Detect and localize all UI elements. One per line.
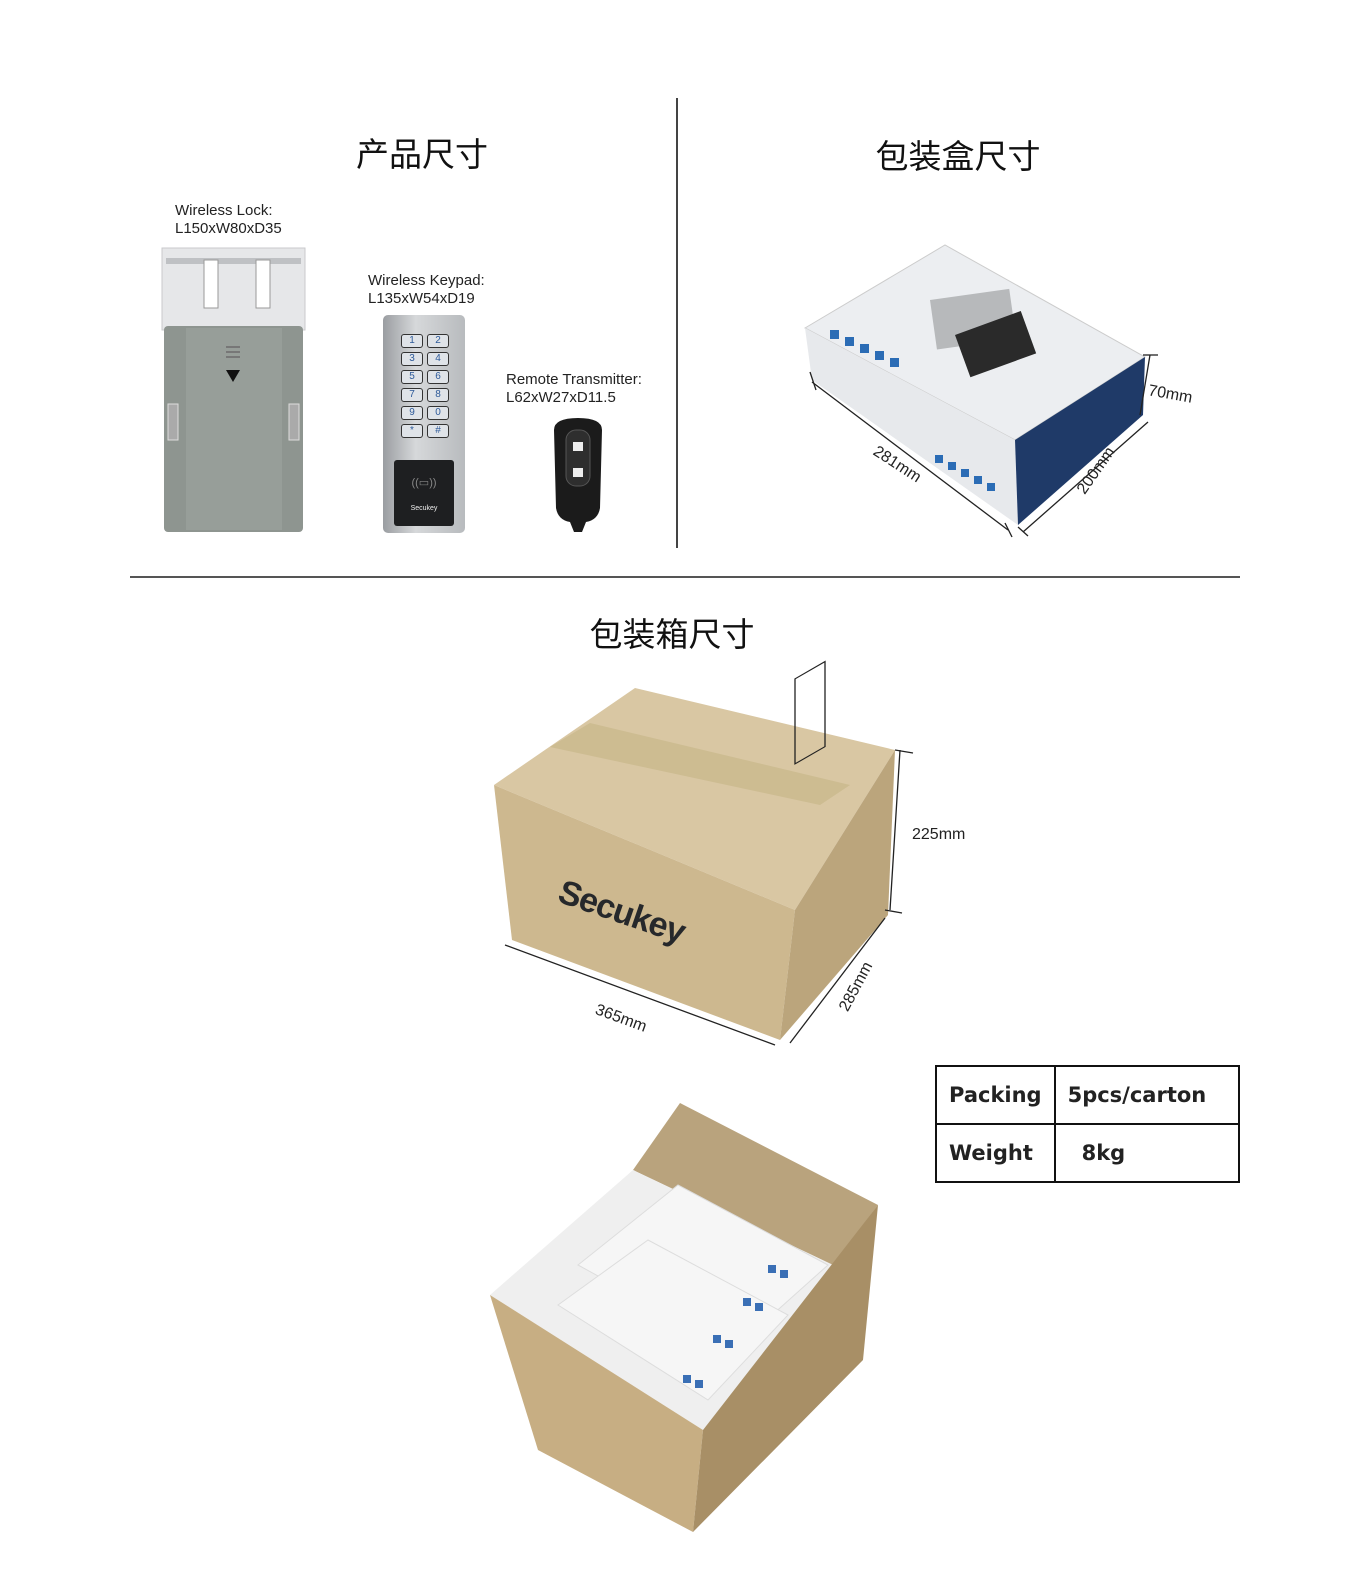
unlock-button-icon — [573, 468, 583, 477]
open-carton-image — [490, 1103, 878, 1532]
carton-size-title: 包装箱尺寸 — [589, 615, 755, 654]
keypad-name: Wireless Keypad: — [368, 272, 485, 289]
product-size-title: 产品尺寸 — [356, 135, 488, 174]
keypad-key: 8 — [427, 388, 449, 402]
weight-value: 8kg — [1053, 1123, 1240, 1183]
gift-box-size-title: 包装盒尺寸 — [875, 137, 1041, 176]
keypad-key: 3 — [401, 352, 423, 366]
keypad-key: 2 — [427, 334, 449, 348]
gift-box-image — [803, 244, 1158, 538]
keypad-key: # — [427, 424, 449, 438]
packing-spec-table: Packing 5pcs/carton Weight 8kg — [935, 1065, 1240, 1183]
keypad-key: 4 — [427, 352, 449, 366]
horizontal-divider — [130, 576, 1240, 578]
keypad-key: * — [401, 424, 423, 438]
packing-value: 5pcs/carton — [1053, 1065, 1240, 1125]
table-row: Weight 8kg — [935, 1123, 1240, 1183]
lock-name: Wireless Lock: — [175, 202, 273, 219]
remote-label: Remote Transmitter: L62xW27xD11.5 — [506, 371, 642, 407]
wireless-keypad-image: 1 2 3 4 5 6 7 8 9 0 * # ((▭)) Secukey — [383, 315, 465, 533]
weight-label: Weight — [935, 1123, 1056, 1183]
keypad-key: 0 — [427, 406, 449, 420]
closed-carton-image — [494, 660, 914, 1046]
keypad-key: 9 — [401, 406, 423, 420]
keypad-label: Wireless Keypad: L135xW54xD19 — [368, 272, 485, 308]
remote-name: Remote Transmitter: — [506, 371, 642, 388]
carton-height-label: 225mm — [912, 826, 966, 843]
lock-button-icon — [573, 442, 583, 451]
lock-label: Wireless Lock: L150xW80xD35 — [175, 202, 282, 238]
remote-transmitter-image — [554, 418, 602, 532]
rfid-icon: ((▭)) — [411, 477, 437, 489]
packing-label: Packing — [935, 1065, 1056, 1125]
keypad-size: L135xW54xD19 — [368, 290, 475, 307]
keypad-key: 5 — [401, 370, 423, 384]
keypad-key: 6 — [427, 370, 449, 384]
keypad-brand: Secukey — [410, 505, 438, 512]
keypad-key: 7 — [401, 388, 423, 402]
keypad-key: 1 — [401, 334, 423, 348]
remote-size: L62xW27xD11.5 — [506, 389, 616, 406]
vertical-divider — [676, 98, 678, 548]
table-row: Packing 5pcs/carton — [935, 1065, 1240, 1125]
wireless-lock-image — [161, 247, 306, 532]
rfid-reader-panel: ((▭)) Secukey — [394, 460, 454, 526]
lock-size: L150xW80xD35 — [175, 220, 282, 237]
